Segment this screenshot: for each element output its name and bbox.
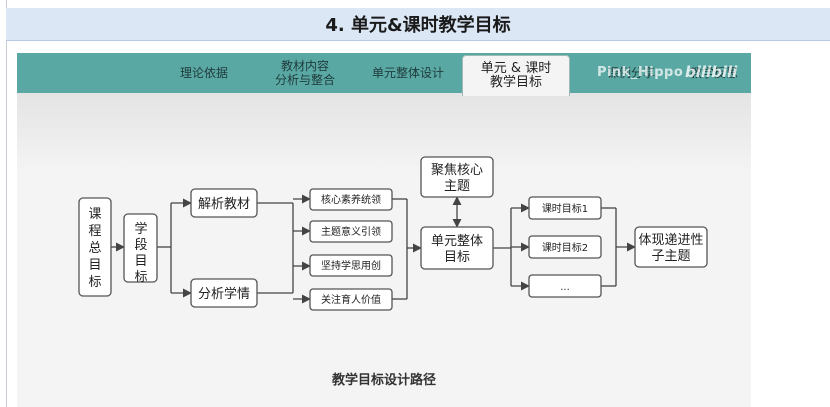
- label-lesson-goal-1: 课时目标1: [542, 203, 588, 215]
- label-educational-value: 关注育人价值: [321, 293, 381, 306]
- box-unit-goal: [420, 226, 494, 270]
- tab-theory[interactable]: 理论依据: [167, 53, 241, 93]
- box-analyze-learners: [190, 278, 258, 308]
- connectors: [111, 194, 636, 304]
- box-progressive-subtheme: [634, 226, 708, 268]
- watermark-text: Pink_Hippo: [597, 65, 684, 80]
- box-learn-think-apply: [309, 254, 393, 277]
- tab-label: 教学反思: [689, 66, 738, 80]
- tab-label: 单元整体设计: [371, 66, 444, 80]
- label-char: 总: [88, 241, 101, 256]
- box-educational-value: [309, 288, 393, 311]
- tab-content-analysis[interactable]: 教材内容 分析与整合: [263, 53, 347, 93]
- label-char: 目: [134, 254, 147, 269]
- label-char: 标: [88, 275, 101, 290]
- label-learn-think-apply: 坚持学思用创: [321, 259, 381, 272]
- label-course-goal: 课程总目标: [88, 207, 101, 290]
- tab-label: 课例分享: [606, 66, 655, 80]
- label-analyze-learners: 分析学情: [198, 286, 250, 302]
- box-core-theme: [420, 156, 494, 198]
- box-theme-guidance: [309, 220, 393, 243]
- label-progressive-subtheme: 体现递进性子主题: [638, 233, 703, 264]
- label-char: 程: [88, 224, 101, 239]
- label-line: 聚焦核心: [431, 163, 483, 178]
- box-course-goal: [78, 197, 112, 297]
- tab-reflection[interactable]: 教学反思: [677, 53, 751, 93]
- tab-unit-design[interactable]: 单元整体设计: [363, 53, 453, 93]
- label-lesson-goal-more: ...: [560, 282, 570, 293]
- tab-bar: [17, 53, 751, 93]
- label-core-theme: 聚焦核心主题: [431, 163, 483, 194]
- diagram-caption: 教学目标设计路径: [331, 373, 436, 388]
- box-lesson-goal-more: [528, 274, 602, 298]
- box-lesson-goal-1: [528, 196, 602, 220]
- bilibili-logo: bilibili: [685, 63, 738, 81]
- tab-label: 理论依据: [179, 66, 228, 80]
- section-title: 4. 单元&课时教学目标: [325, 15, 511, 36]
- label-line: 子主题: [651, 249, 690, 264]
- label-theme-guidance: 主题意义引领: [321, 225, 381, 238]
- label-char: 目: [88, 258, 101, 273]
- label-lesson-goal-2: 课时目标2: [542, 242, 588, 254]
- label-analyze-textbook: 解析教材: [198, 196, 250, 212]
- label-core-literacy: 核心素养统领: [321, 193, 381, 206]
- tab-label: 教材内容 分析与整合: [274, 59, 335, 87]
- section-header: 4. 单元&课时教学目标: [6, 8, 830, 41]
- label-char: 段: [134, 238, 147, 253]
- page-left-rule: [6, 0, 7, 407]
- label-line: 主题: [444, 179, 470, 194]
- label-line: 体现递进性: [638, 233, 703, 248]
- goal-path-diagram: 课程总目标 学段目标 解析教材 分析学情 核心素养统领 主题意义引领 坚持学思用…: [78, 156, 708, 311]
- tab-label: 单元 & 课时 教学目标: [480, 61, 552, 90]
- box-core-literacy: [309, 188, 393, 211]
- slide-glow: [17, 93, 751, 173]
- label-line: 单元整体: [431, 234, 483, 249]
- label-char: 课: [88, 207, 101, 222]
- label-char: 学: [134, 221, 147, 237]
- label-char: 标: [134, 270, 147, 285]
- tab-case-sharing[interactable]: 课例分享: [595, 53, 667, 93]
- box-analyze-textbook: [190, 188, 258, 218]
- label-stage-goal: 学段目标: [134, 221, 147, 285]
- label-line: 目标: [444, 250, 470, 265]
- tab-unit-lesson-goals[interactable]: 单元 & 课时 教学目标: [462, 55, 570, 96]
- box-lesson-goal-2: [528, 235, 602, 259]
- label-unit-goal: 单元整体目标: [431, 234, 483, 265]
- box-stage-goal: [123, 213, 158, 283]
- slide-frame: 理论依据 教材内容 分析与整合 单元整体设计 单元 & 课时 教学目标 课例分享…: [17, 53, 751, 407]
